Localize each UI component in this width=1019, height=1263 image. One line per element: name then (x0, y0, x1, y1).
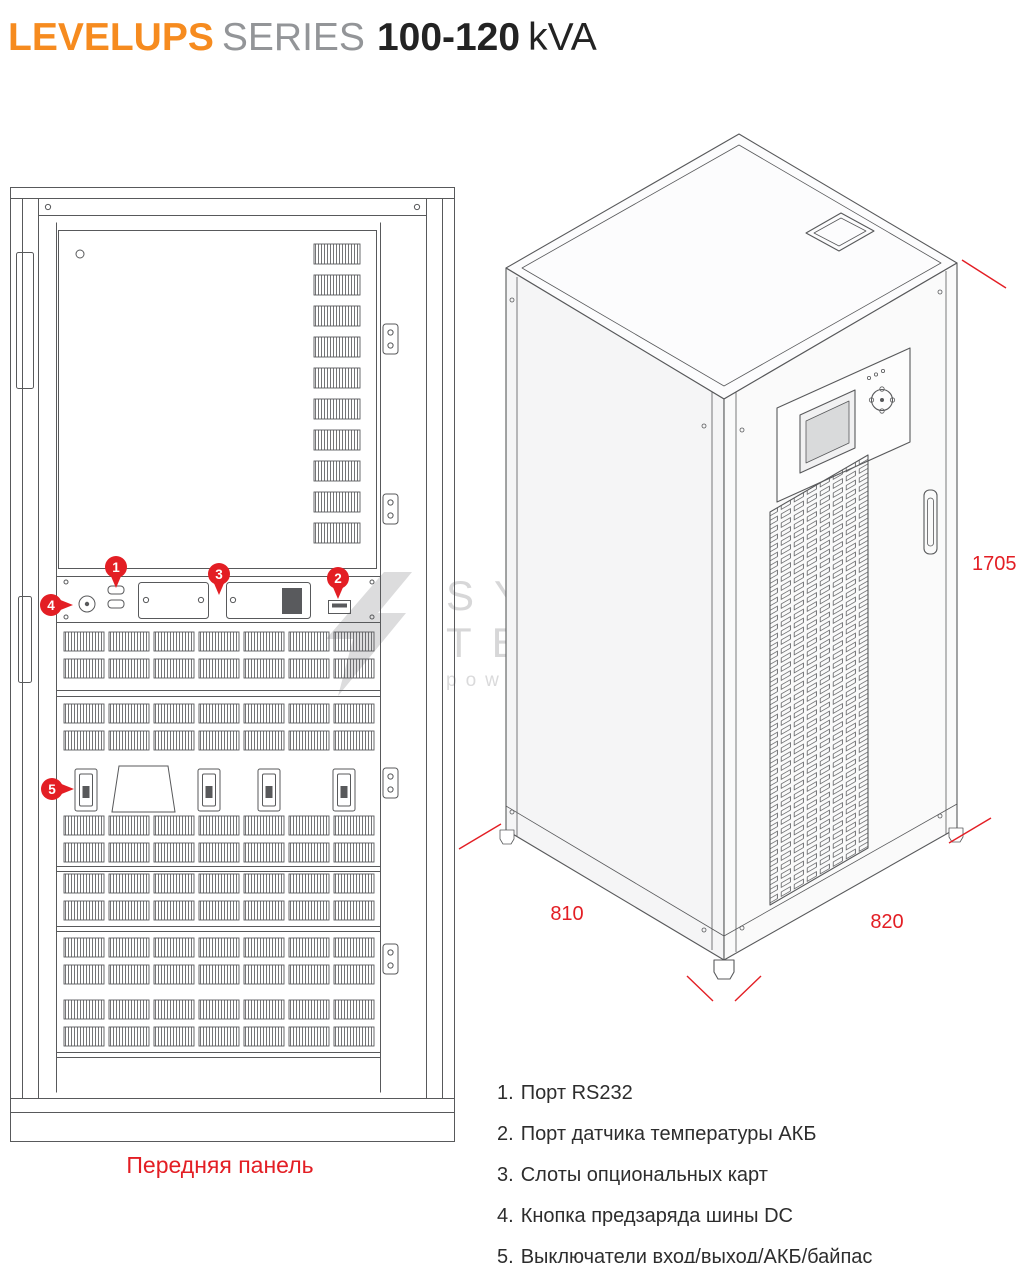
control-pad[interactable] (870, 388, 894, 412)
dimension-depth: 810 (550, 903, 583, 925)
option-card-slot (226, 582, 311, 619)
legend-item-1-number: 1. (497, 1082, 514, 1104)
dimension-annotations: 1705 810 820 (458, 259, 1017, 1002)
front-panel-view (10, 187, 455, 1142)
legend-item-4-number: 4. (497, 1205, 514, 1227)
legend-item-5-text: Выключатели вход/выход/АКБ/байпас (520, 1246, 873, 1263)
callout-5: 5 (41, 778, 74, 800)
legend-item-1: 1. Порт RS232 (497, 1082, 872, 1105)
door-handle[interactable] (923, 489, 938, 555)
feet (499, 827, 964, 980)
breaker-switch[interactable] (257, 768, 281, 812)
dimension-ticks (458, 259, 1007, 1002)
legend-item-2-number: 2. (497, 1123, 514, 1145)
panel-bolts (509, 289, 943, 933)
legend-item-3: 3. Слоты опциональных карт (497, 1164, 872, 1187)
callout-4-number: 4 (47, 598, 55, 613)
dimension-width: 820 (870, 911, 903, 933)
legend-item-1-text: Порт RS232 (520, 1082, 633, 1104)
side-vent-column (313, 243, 361, 544)
callout-3-number: 3 (215, 567, 223, 582)
top-door-panel (58, 230, 377, 569)
callout-1-number: 1 (112, 560, 120, 575)
cabinet-frame (10, 187, 455, 1142)
control-panel (776, 347, 911, 503)
dc-precharge-button[interactable] (78, 595, 96, 613)
rs232-port[interactable] (107, 599, 125, 609)
blank-plate (111, 765, 176, 813)
power-unit: kVA (528, 16, 597, 59)
legend-item-4-text: Кнопка предзаряда шины DC (520, 1205, 793, 1227)
callout-5-number: 5 (48, 782, 56, 797)
legend-item-5: 5. Выключатели вход/выход/АКБ/байпас (497, 1246, 872, 1263)
option-card-slot (138, 582, 209, 619)
legend-item-2-text: Порт датчика температуры АКБ (520, 1123, 817, 1145)
callout-2-number: 2 (334, 571, 342, 586)
dc-precharge-button-dot (84, 601, 90, 607)
legend-item-2: 2. Порт датчика температуры АКБ (497, 1123, 872, 1146)
breaker-row (74, 765, 356, 813)
dimension-height: 1705 (972, 553, 1017, 575)
rail-bracket (18, 596, 32, 683)
power-range: 100-120 (376, 16, 521, 59)
terminal-connector (282, 588, 302, 614)
cable-entry (805, 212, 875, 252)
isometric-view (499, 133, 964, 980)
callout-1: 1 (105, 556, 127, 588)
rail-bracket (16, 252, 34, 389)
callout-3: 3 (208, 563, 230, 595)
front-vent-grille (769, 454, 869, 906)
legend-item-5-number: 5. (497, 1246, 514, 1263)
breaker-switch[interactable] (332, 768, 356, 812)
legend-item-4: 4. Кнопка предзаряда шины DC (497, 1205, 872, 1228)
vent-grilles (56, 632, 381, 1058)
brand-name: LEVELUPS (8, 16, 214, 59)
callouts: 1 3 2 4 5 (40, 556, 349, 800)
front-panel-caption: Передняя панель (126, 1152, 314, 1178)
legend-item-3-text: Слоты опциональных карт (520, 1164, 768, 1186)
legend-list: 1. Порт RS232 2. Порт датчика температуры … (497, 1082, 872, 1263)
breaker-switch[interactable] (197, 768, 221, 812)
callout-4: 4 (40, 594, 73, 616)
breaker-switch[interactable] (74, 768, 98, 812)
battery-temp-sensor-port[interactable] (328, 600, 351, 614)
callout-2: 2 (327, 567, 349, 599)
door-hinges (382, 323, 399, 975)
legend-item-3-number: 3. (497, 1164, 514, 1186)
series-label: SERIES (221, 16, 365, 59)
